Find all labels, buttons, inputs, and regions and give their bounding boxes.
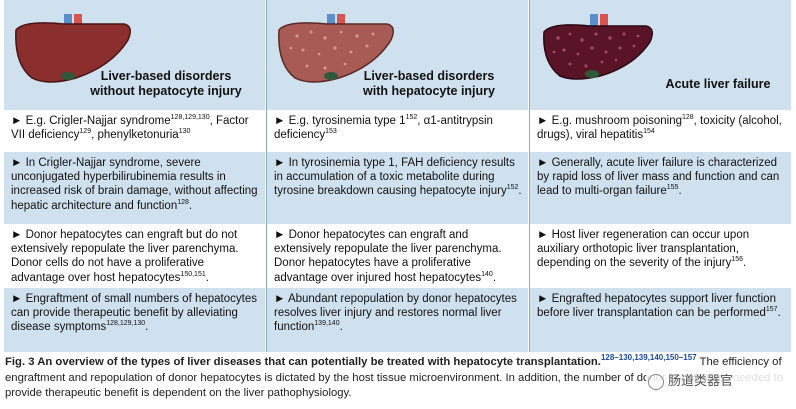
column-header: Liver-based disorders without hepatocyte… [4,0,265,110]
examples-cell: ► E.g. mushroom poisoning128, toxicity (… [530,110,791,152]
column-title: Acute liver failure [665,77,771,91]
pathophysiology-cell: ► Generally, acute liver failure is char… [530,152,791,224]
pathophysiology-cell: ► In Crigler-Najjar syndrome, severe unc… [4,152,265,224]
examples-cell: ► E.g. tyrosinemia type 1152, α1-antitry… [267,110,528,152]
pathophysiology-cell: ► In tyrosinemia type 1, FAH deficiency … [267,152,528,224]
column-with-injury: Liver-based disorders with hepatocyte in… [267,0,528,352]
engraftment-cell: ► Donor hepatocytes can engraft but do n… [4,224,265,288]
liver-shape [543,24,653,80]
healthy-liver-illustration [15,14,131,83]
portal-vein-icon [327,14,335,26]
liver-shape [15,22,131,83]
column-divider [266,0,267,352]
caption-references[interactable]: 128–130,139,140,150–157 [600,353,697,363]
column-title: Liver-based disorders with hepatocyte in… [363,69,495,98]
liver-disease-overview-figure: Liver-based disorders without hepatocyte… [4,0,791,352]
gallbladder-icon [585,70,599,78]
outcome-cell: ► Engrafted hepatocytes support liver fu… [530,288,791,352]
caption-label: Fig. 3 An overview of the types of liver… [5,356,601,368]
outcome-cell: ► Engraftment of small numbers of hepato… [4,288,265,352]
hepatic-artery-icon [337,14,345,26]
necrosis-spots [552,32,640,68]
gallbladder-icon [324,72,338,80]
failing-liver-illustration [543,14,653,80]
portal-vein-icon [590,14,598,26]
outcome-cell: ► Abundant repopulation by donor hepatoc… [267,288,528,352]
wechat-logo-icon [648,373,664,390]
hepatic-artery-icon [74,14,82,26]
hepatic-artery-icon [600,14,608,26]
portal-vein-icon [64,14,72,26]
column-divider [529,0,530,352]
examples-cell: ► E.g. Crigler-Najjar syndrome128,129,13… [4,110,265,152]
caption-body: The efficiency of engraftment and repopu… [5,356,784,399]
watermark-text: 肠道类器官 [668,373,734,388]
column-without-injury: Liver-based disorders without hepatocyte… [4,0,265,352]
engraftment-cell: ► Donor hepatocytes can engraft and exte… [267,224,528,288]
column-title: Liver-based disorders without hepatocyte… [90,69,242,98]
column-header: Liver-based disorders with hepatocyte in… [267,0,528,110]
gallbladder-icon [61,72,75,80]
column-header: Acute liver failure [530,0,791,110]
injury-spots [289,30,375,70]
injured-liver-illustration [278,14,394,83]
column-acute-failure: Acute liver failure ► E.g. mushroom pois… [530,0,791,352]
engraftment-cell: ► Host liver regeneration can occur upon… [530,224,791,288]
figure-caption: Fig. 3 An overview of the types of liver… [5,353,793,402]
watermark: 肠道类器官 [646,370,786,392]
